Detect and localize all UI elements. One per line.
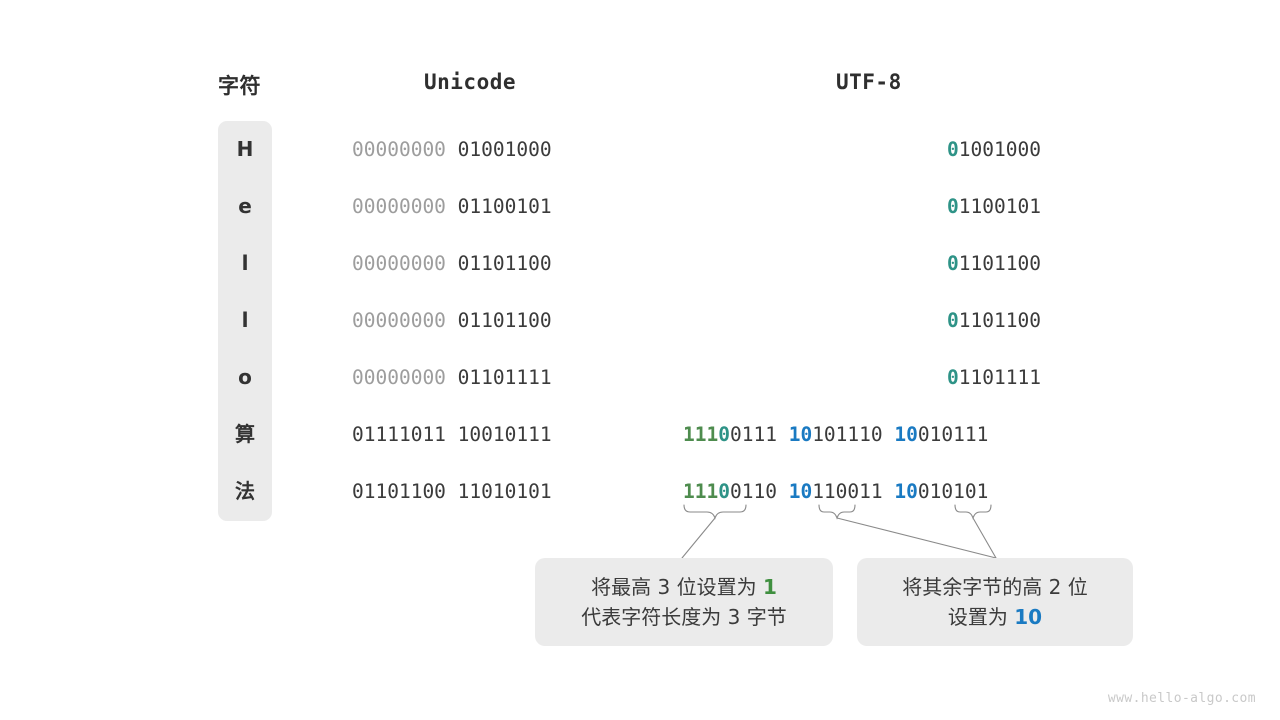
character-cell: 法 [235, 479, 255, 503]
unicode-value: 00000000 01101100 [352, 292, 552, 349]
header-utf8: UTF-8 [836, 70, 902, 94]
utf8-lead-bit: 0 [947, 138, 959, 161]
utf8-value: 01101100 [947, 235, 1041, 292]
callout-2-line-2: 设置为 10 [947, 605, 1043, 629]
utf8-payload: 1101100 [958, 252, 1041, 275]
character-cell: o [238, 365, 252, 389]
callout-leading-bits: 将最高 3 位设置为 1 代表字符长度为 3 字节 [535, 558, 833, 646]
unicode-low-byte: 01001000 [457, 138, 552, 161]
callout-1-line-1: 将最高 3 位设置为 1 [591, 575, 777, 599]
utf8-lead-bit: 0 [947, 366, 959, 389]
utf8-length-marker: 111 [683, 423, 719, 446]
utf8-length-marker: 111 [683, 480, 719, 503]
utf8-byte3-payload: 010101 [917, 480, 989, 503]
utf8-byte3-payload: 010111 [917, 423, 989, 446]
utf8-space-1 [777, 423, 789, 446]
header-unicode: Unicode [424, 70, 517, 94]
utf8-value: 01001000 [947, 121, 1041, 178]
callout-2-highlight: 10 [1014, 605, 1043, 629]
unicode-high-byte: 01101100 [352, 480, 446, 503]
utf8-byte2-payload: 101110 [812, 423, 883, 446]
utf8-length-terminator: 0 [718, 480, 730, 503]
unicode-low-byte: 01101100 [457, 252, 552, 275]
utf8-length-terminator: 0 [718, 423, 730, 446]
unicode-high-byte: 00000000 [352, 252, 446, 275]
utf8-byte2-payload: 110011 [812, 480, 883, 503]
unicode-high-byte: 00000000 [352, 195, 446, 218]
utf8-payload: 1001000 [958, 138, 1041, 161]
unicode-high-byte: 00000000 [352, 366, 446, 389]
utf8-lead-bit: 0 [947, 252, 959, 275]
watermark: www.hello-algo.com [1107, 691, 1256, 706]
utf8-space-2 [883, 480, 895, 503]
unicode-low-byte: 10010111 [457, 423, 552, 446]
callout-2-line-1: 将其余字节的高 2 位 [902, 575, 1088, 599]
unicode-space [446, 252, 458, 275]
unicode-value: 00000000 01001000 [352, 121, 552, 178]
character-cell: l [241, 308, 249, 332]
unicode-high-byte: 01111011 [352, 423, 446, 446]
unicode-space [446, 366, 458, 389]
unicode-space [446, 195, 458, 218]
character-cell: 算 [235, 422, 255, 446]
unicode-value: 00000000 01100101 [352, 178, 552, 235]
unicode-low-byte: 01101100 [457, 309, 552, 332]
utf8-value: 01101111 [947, 349, 1041, 406]
utf8-byte3-prefix: 10 [894, 423, 918, 446]
callout-1-highlight: 1 [762, 575, 777, 599]
utf8-payload: 1100101 [958, 195, 1041, 218]
utf8-value: 11100111 10101110 10010111 [683, 406, 988, 463]
character-column-panel [218, 121, 272, 521]
unicode-low-byte: 01100101 [457, 195, 552, 218]
unicode-space [446, 309, 458, 332]
utf8-value: 01101100 [947, 292, 1041, 349]
utf8-byte3-prefix: 10 [894, 480, 918, 503]
character-cell: e [238, 194, 252, 218]
unicode-space [446, 138, 458, 161]
unicode-value: 00000000 01101111 [352, 349, 552, 406]
character-cell: H [236, 137, 254, 161]
unicode-high-byte: 00000000 [352, 309, 446, 332]
unicode-value: 00000000 01101100 [352, 235, 552, 292]
unicode-low-byte: 11010101 [457, 480, 552, 503]
unicode-high-byte: 00000000 [352, 138, 446, 161]
utf8-lead-bit: 0 [947, 195, 959, 218]
unicode-value: 01111011 10010111 [352, 406, 552, 463]
utf8-byte1-payload: 0111 [729, 423, 777, 446]
unicode-value: 01101100 11010101 [352, 463, 552, 520]
character-cell: l [241, 251, 249, 275]
unicode-low-byte: 01101111 [457, 366, 552, 389]
utf8-byte2-prefix: 10 [788, 423, 813, 446]
callout-continuation-bits: 将其余字节的高 2 位 设置为 10 [857, 558, 1133, 646]
utf8-lead-bit: 0 [947, 309, 959, 332]
utf8-payload: 1101100 [958, 309, 1041, 332]
unicode-space [446, 423, 458, 446]
header-character: 字符 [218, 74, 261, 98]
callout-1-line-2: 代表字符长度为 3 字节 [581, 605, 787, 629]
utf8-byte1-payload: 0110 [729, 480, 777, 503]
utf8-byte2-prefix: 10 [788, 480, 813, 503]
utf8-space-2 [883, 423, 895, 446]
utf8-space-1 [777, 480, 789, 503]
unicode-space [446, 480, 458, 503]
utf8-value: 11100110 10110011 10010101 [683, 463, 988, 520]
utf8-value: 01100101 [947, 178, 1041, 235]
utf8-payload: 1101111 [958, 366, 1041, 389]
